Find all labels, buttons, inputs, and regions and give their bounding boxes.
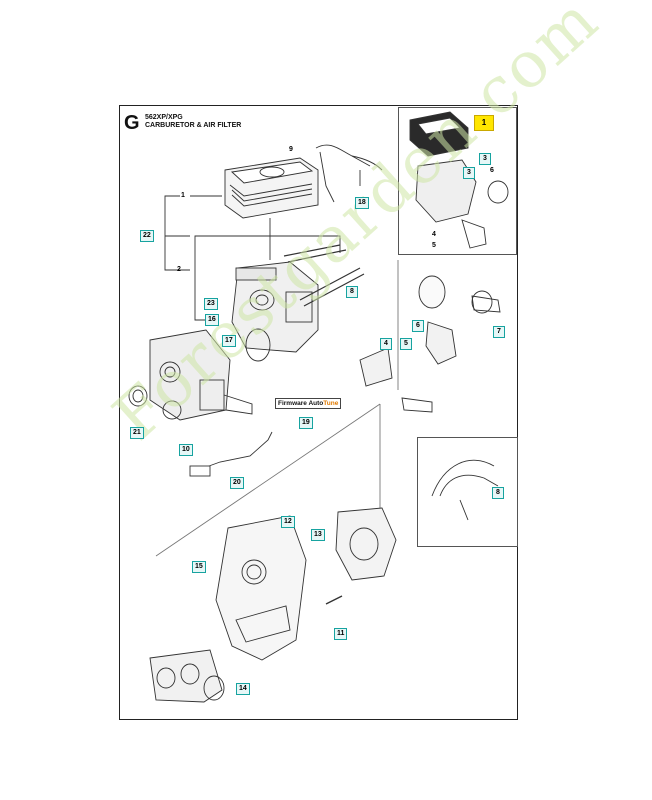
callout-1[interactable]: 1 [181, 192, 185, 199]
section-subtitle: CARBURETOR & AIR FILTER [145, 122, 242, 129]
callout-3-inset[interactable]: 3 [463, 167, 475, 179]
callout-16[interactable]: 16 [205, 314, 219, 326]
callout-7[interactable]: 7 [493, 326, 505, 338]
callout-1-highlighted[interactable]: 1 [474, 115, 494, 131]
firmware-prefix: Firmware Auto [278, 400, 324, 407]
inset-air-filter-cover [398, 107, 517, 255]
firmware-autotune-tag: Firmware AutoTune [275, 398, 342, 409]
callout-23[interactable]: 23 [204, 298, 218, 310]
callout-19[interactable]: 19 [299, 417, 313, 429]
callout-12[interactable]: 12 [281, 516, 295, 528]
callout-10[interactable]: 10 [179, 444, 193, 456]
callout-8-inset[interactable]: 8 [492, 487, 504, 499]
callout-18[interactable]: 18 [355, 197, 369, 209]
model-label: 562XP/XPG [145, 114, 183, 121]
callout-13[interactable]: 13 [311, 529, 325, 541]
callout-8[interactable]: 8 [346, 286, 358, 298]
callout-15[interactable]: 15 [192, 561, 206, 573]
callout-22[interactable]: 22 [140, 230, 154, 242]
callout-3b-inset[interactable]: 3 [479, 153, 491, 165]
callout-9[interactable]: 9 [289, 146, 293, 153]
inset-fuel-hose [417, 437, 518, 547]
firmware-suffix: Tune [323, 400, 339, 407]
diagram-frame [119, 105, 518, 720]
callout-14[interactable]: 14 [236, 683, 250, 695]
section-letter: G [124, 112, 140, 134]
callout-2[interactable]: 2 [177, 266, 181, 273]
callout-4-inset[interactable]: 4 [432, 231, 436, 238]
callout-21[interactable]: 21 [130, 427, 144, 439]
callout-5-inset[interactable]: 5 [432, 242, 436, 249]
callout-17[interactable]: 17 [222, 335, 236, 347]
callout-11[interactable]: 11 [334, 628, 348, 640]
callout-6[interactable]: 6 [412, 320, 424, 332]
callout-4[interactable]: 4 [380, 338, 392, 350]
callout-20[interactable]: 20 [230, 477, 244, 489]
callout-5[interactable]: 5 [400, 338, 412, 350]
callout-6-inset[interactable]: 6 [490, 167, 494, 174]
